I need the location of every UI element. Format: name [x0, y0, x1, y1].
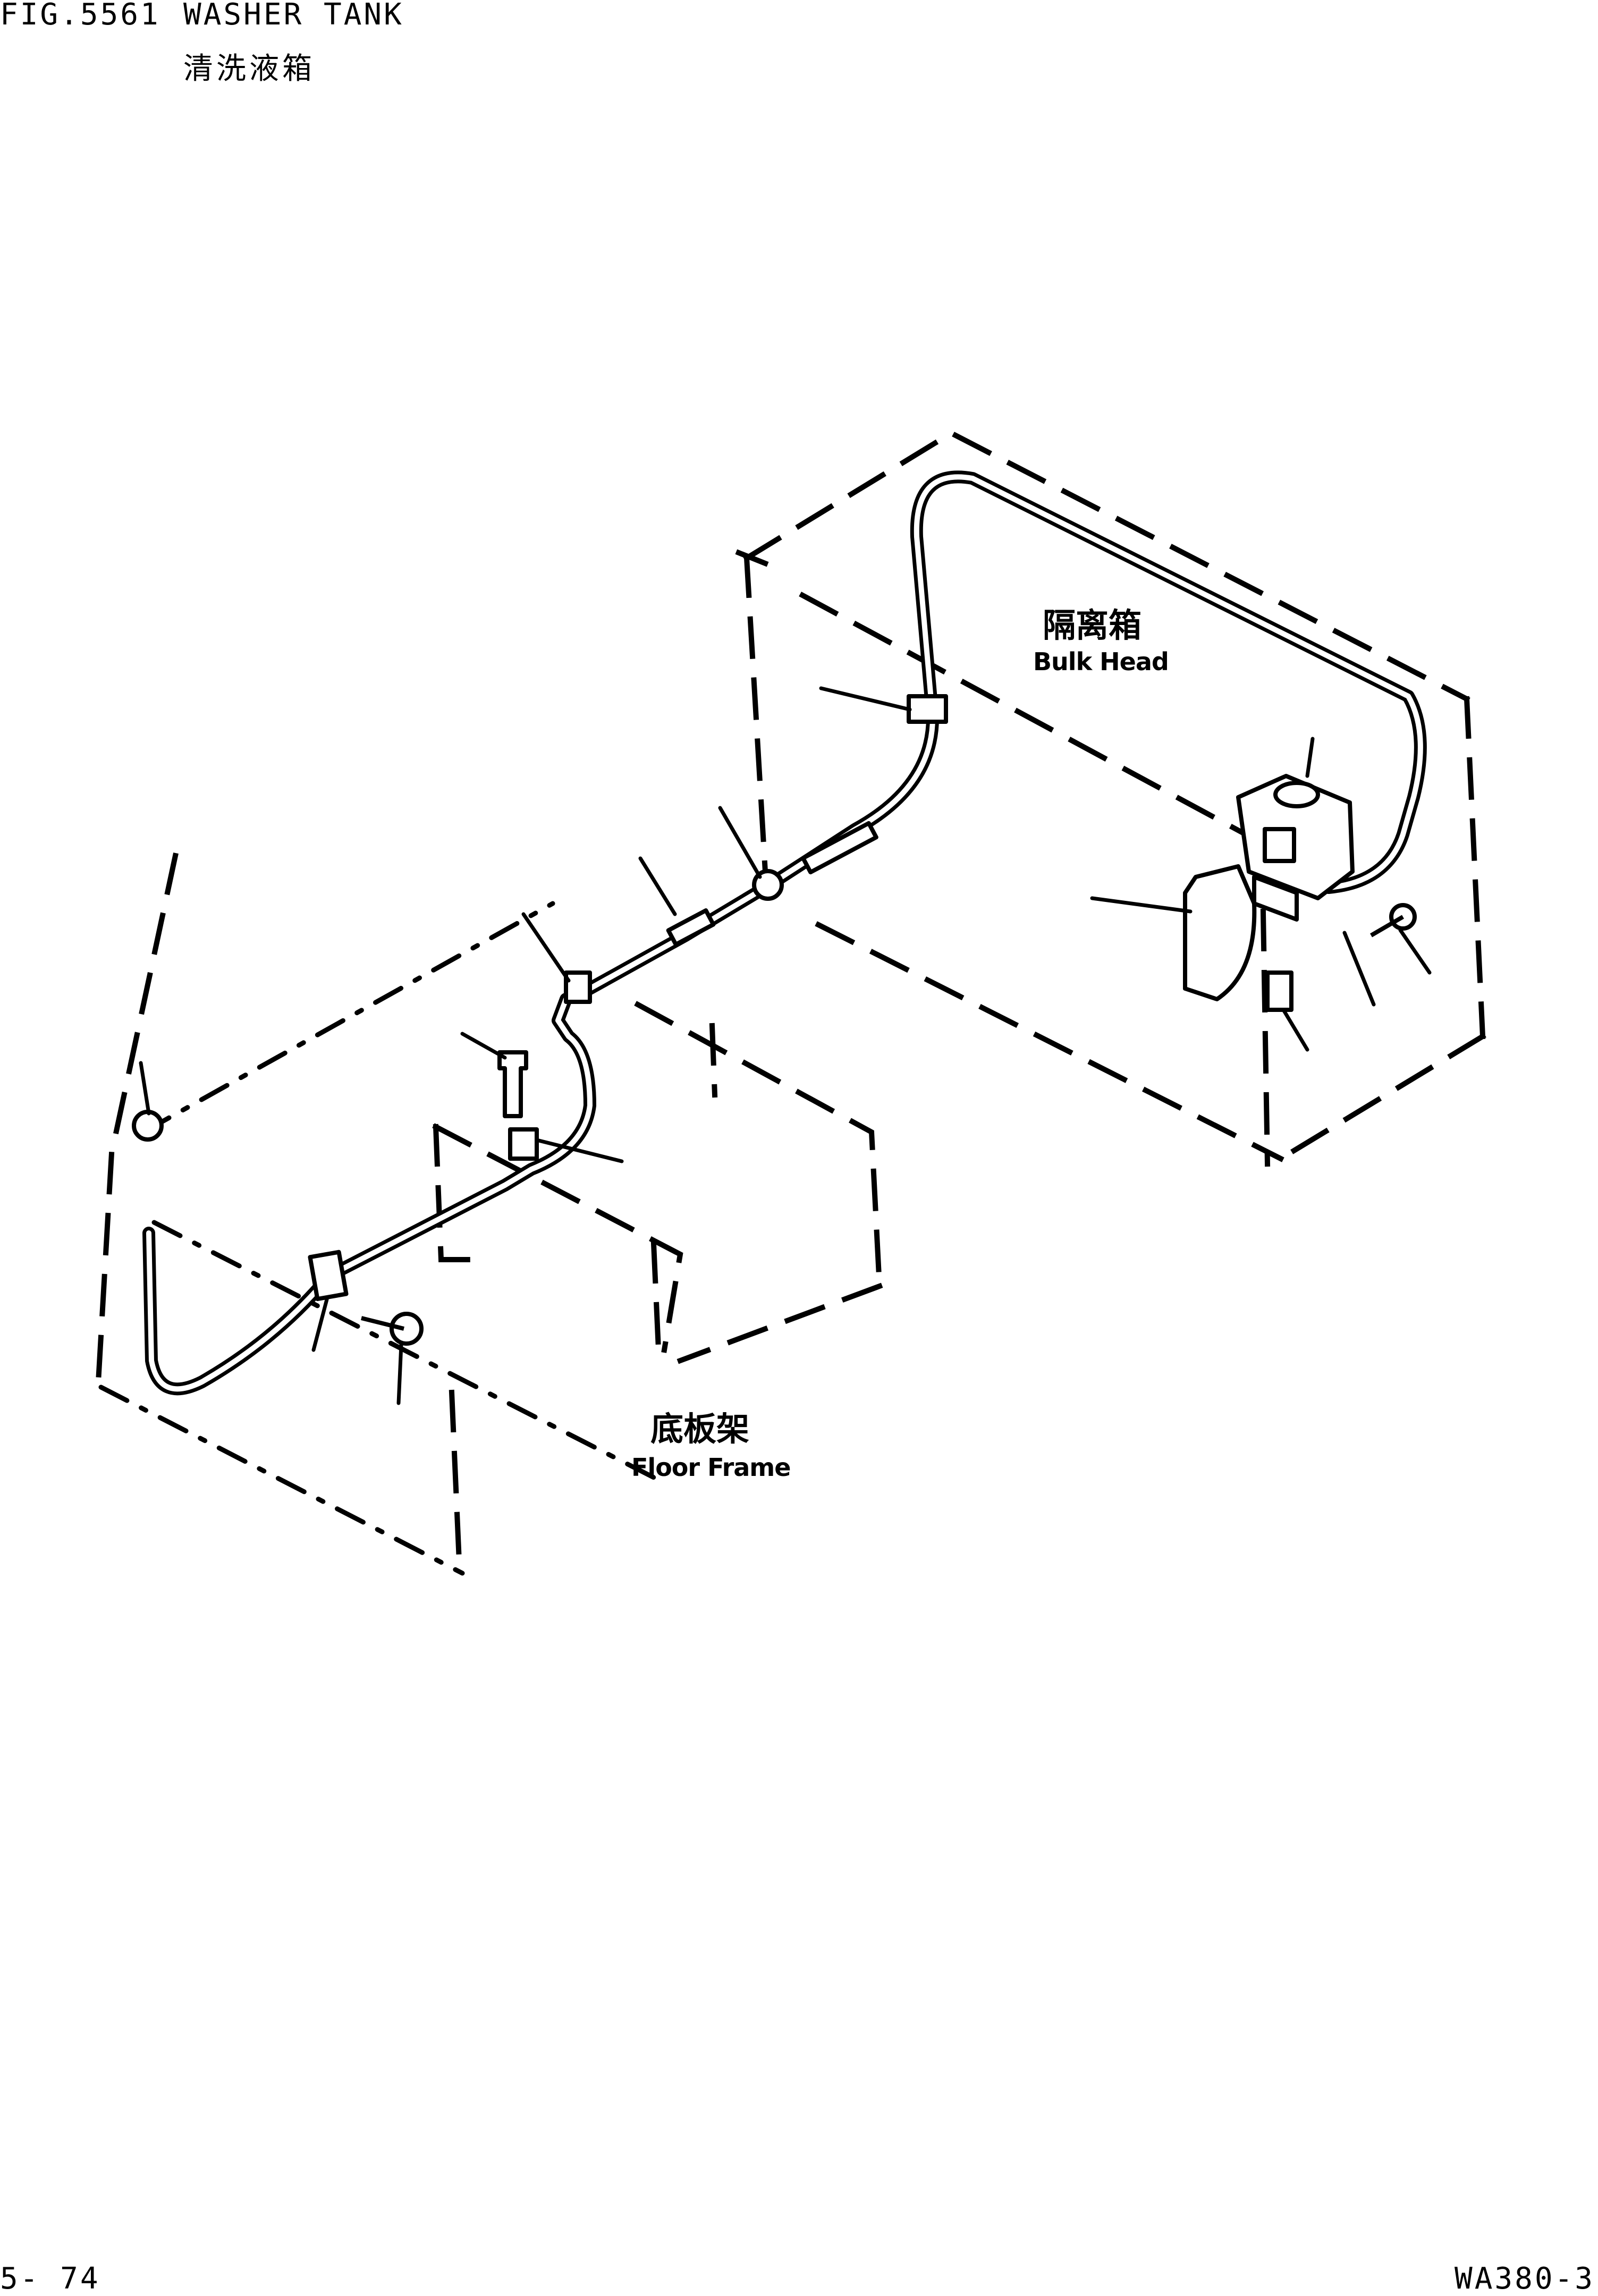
bulkhead-label-en: Bulk Head	[1033, 647, 1169, 676]
bolt-floor	[497, 1050, 528, 1118]
figure-title: WASHER TANK	[183, 0, 404, 32]
hose-clamps	[308, 694, 948, 1302]
figure-subtitle: 清洗液箱	[183, 52, 315, 86]
hose-clamp-upper	[907, 694, 948, 724]
hose-clamp-lower	[308, 1250, 349, 1302]
washer-tank	[1183, 774, 1355, 1001]
hose-connector-1	[666, 908, 716, 947]
page-number: 5- 74	[0, 2261, 100, 2296]
bolt-lower-shank	[361, 1316, 404, 1331]
bolt-left	[132, 1110, 164, 1142]
bracket-small	[1265, 970, 1293, 1012]
bolts	[132, 903, 1417, 1346]
bulkhead-outline	[735, 430, 1486, 1167]
floor-frame-label-en: Floor Frame	[631, 1453, 791, 1482]
hose-clamp-floor	[508, 1127, 539, 1161]
model-number: WA380-3	[1454, 2261, 1595, 2296]
washer-hose	[142, 470, 1427, 1396]
figure-number: FIG.5561	[0, 0, 160, 32]
hose-connector-2	[801, 821, 878, 875]
bolt-right-shank	[1369, 915, 1405, 938]
floor-frame-label-cn: 底板架	[650, 1409, 750, 1448]
floor-frame-outline	[95, 852, 883, 1576]
leader-lines	[139, 686, 1432, 1405]
hose-clamp-mid	[564, 970, 592, 1004]
bulkhead-label-cn: 隔离箱	[1043, 606, 1142, 645]
bolt-lower	[390, 1312, 424, 1346]
